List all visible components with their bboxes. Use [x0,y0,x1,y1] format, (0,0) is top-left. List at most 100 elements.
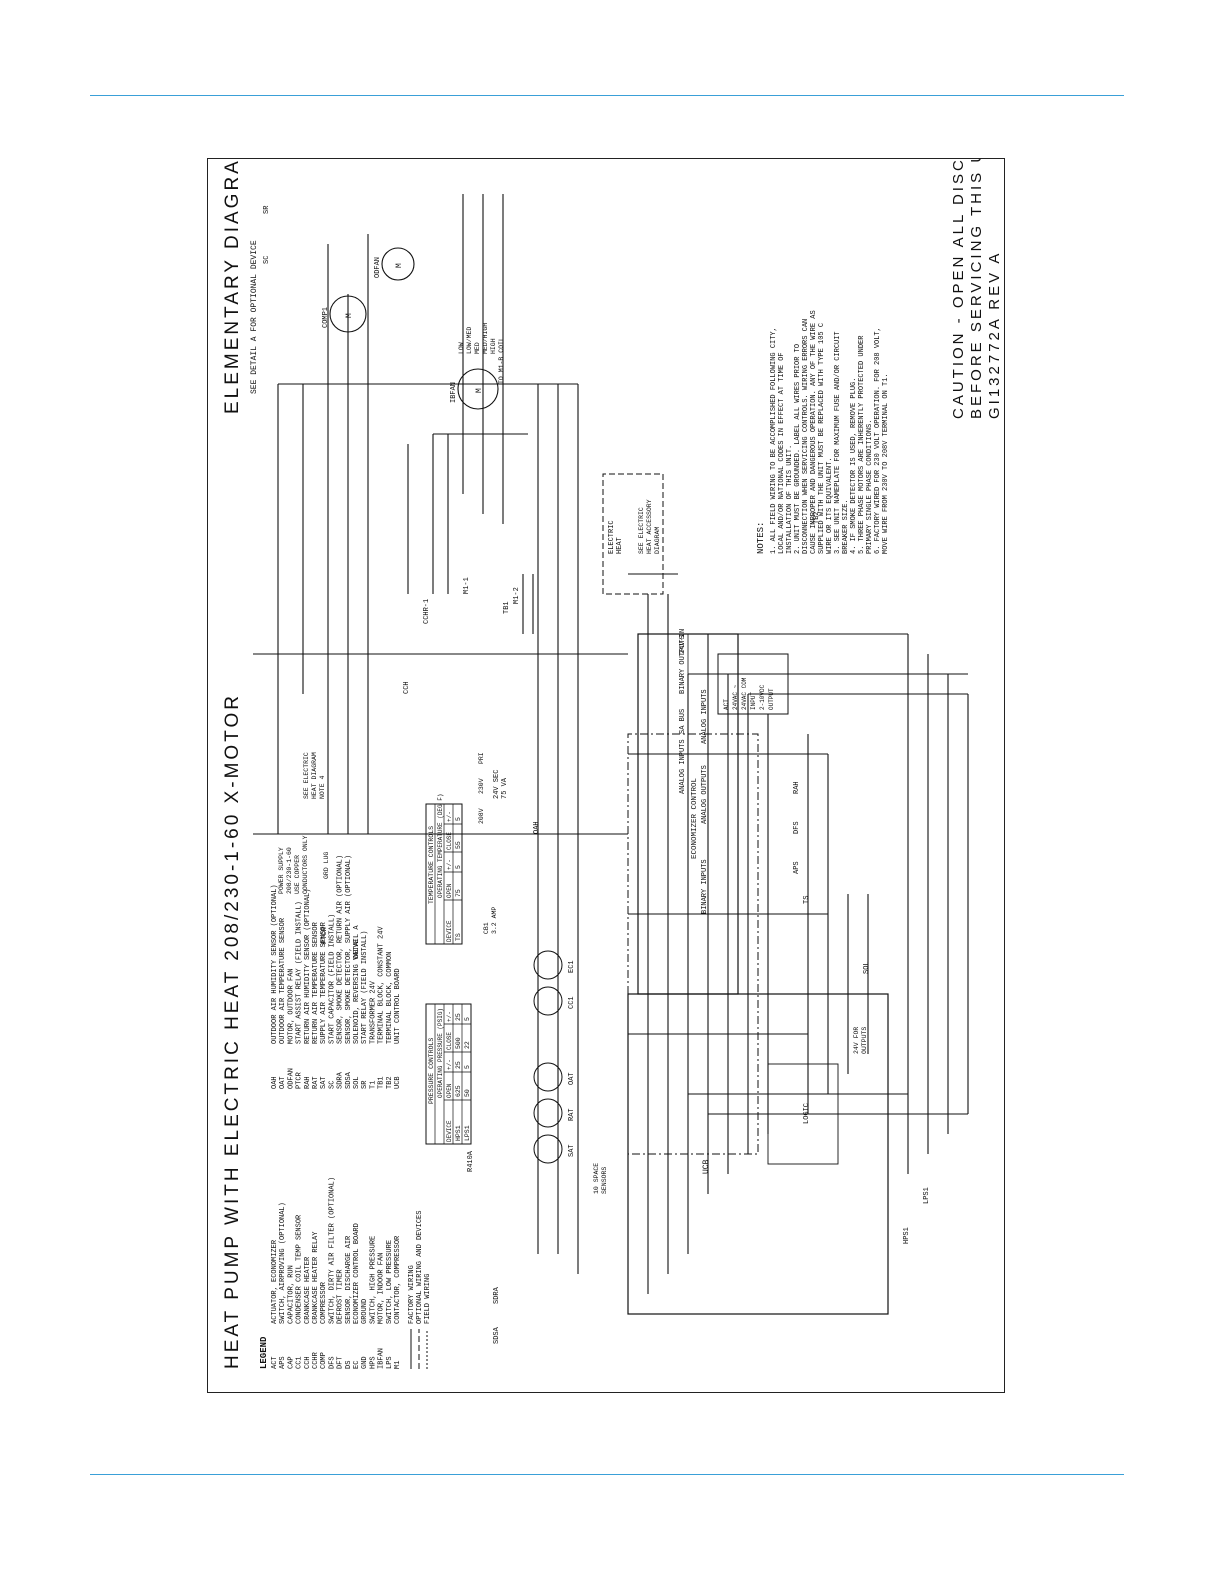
component-ibfan [457,368,499,410]
legend-desc: SENSOR, SMOKE DETECTOR, SUPPLY AIR (OPTI… [345,855,353,1044]
legend-code: TB1 [378,1076,386,1089]
component-tag: TB2 [813,511,821,524]
sensor-shield-label-2: SENSORS [601,1167,608,1194]
actuator-label: INPUT [750,692,757,710]
component-tag: OAH [533,821,541,834]
table-col-header: CLOSE [446,832,453,850]
circuit-breaker-label: CB1 [483,922,490,934]
legend-line-label: FACTORY WIRING [408,1265,416,1324]
component-tag: CCH [403,681,411,694]
circuit-breaker-label: 3.2 AMP [491,907,498,934]
economizer-boundary [627,733,759,1155]
table-cell: 25 [455,1061,462,1069]
legend-desc: CAPACITOR, RUN [287,1265,295,1324]
power-supply-label: USE COPPER [294,855,301,894]
legend-code: PTCR [296,1071,304,1089]
legend-desc: START RELAY (FIELD INSTALL) [361,931,369,1044]
table-col-header: +/- [446,811,453,822]
footer-rule [90,1474,1124,1475]
table-col-header: CLOSE [446,1032,453,1050]
component-tag: TS [803,896,811,904]
power-supply-label: POWER SUPPLY [278,847,285,894]
legend-desc: CRANKCASE HEATER RELAY [312,1231,320,1324]
component-tag: SDSA [493,1326,501,1344]
table-cell: 5 [455,865,462,869]
diagram-subtitle: ELEMENTARY DIAGRAM [222,159,243,414]
diagram-svg: HEAT PUMP WITH ELECTRIC HEAT 208/230-1-6… [222,159,1003,1369]
legend-code: HPS [369,1356,377,1369]
table-col-header: +/- [446,1059,453,1070]
table-cell: 625 [455,1085,462,1097]
note-line: 2. UNIT MUST BE GROUNDED. LABEL ALL WIRE… [794,344,802,554]
legend-code: OAT [279,1076,287,1089]
table-cell: 5 [455,817,462,821]
legend-desc: SENSOR, SMOKE DETECTOR, RETURN AIR (OPTI… [337,855,345,1044]
component-tag: SC [263,256,271,264]
component-tag: HPS1 [903,1227,911,1244]
power-supply-label: 208/230-1-60 [286,847,293,894]
legend-code: DFS [328,1356,336,1369]
electric-heat-label: HEAT [616,537,624,554]
electric-heat-box [602,473,664,595]
table-title: PRESSURE CONTROLS [428,1038,435,1104]
component-label: IBFAN [450,382,458,403]
component-tag: LPS1 [923,1187,931,1204]
binary-outputs-label: BINARY OUTPUTS [679,635,687,694]
note-line: 6. FACTORY WIRED FOR 230 VOLT OPERATION.… [874,327,882,554]
sensor-label: RAT [568,1108,576,1121]
component-label: ODFAN [374,257,382,278]
note-line: CAUSE IMPROPER AND DANGEROUS OPERATION. … [810,310,818,554]
transformer-tap-label: 230V [478,778,485,794]
ucb-box [627,993,889,1315]
legend-code: OAH [271,1076,279,1089]
legend-code: CAP [287,1356,295,1369]
diagram-title: HEAT PUMP WITH ELECTRIC HEAT 208/230-1-6… [222,693,243,1369]
sensor-oat [533,1062,563,1092]
component-tag: SR [263,205,271,214]
transformer-tap-label: PRI [478,752,485,764]
note-line: INSTALLATION OF THIS UNIT. [786,445,794,554]
table-col-header: OPEN [446,883,453,898]
legend-code: ACT [271,1356,279,1369]
legend-desc: ECONOMIZER CONTROL BOARD [353,1223,361,1324]
legend-code: CCHR [312,1351,320,1369]
logic-label: LOGIC [803,1103,811,1124]
analog-inputs-label: ANALOG INPUTS [679,739,687,794]
legend-desc: TERMINAL BLOCK, COMMON [386,952,394,1044]
table-cell: LPS1 [464,1125,471,1141]
table-cell: 50 [464,1089,471,1097]
note-line: LOCAL AND/OR NATIONAL CODES IN EFFECT AT… [778,352,786,554]
note-line: DISCONNECTION WHEN SERVICING CONTROLS. W… [802,319,810,554]
table-cell: 55 [455,841,462,849]
legend-desc: START ASSIST RELAY (FIELD INSTALL) [296,901,304,1044]
legend-code: SOL [353,1076,361,1089]
table-title: TEMPERATURE CONTROLS [428,826,435,904]
sensor-label: EC1 [568,960,576,973]
sensor-rat [533,1098,563,1128]
legend-code: UCB [394,1076,402,1089]
table-col-header: DEVICE [446,920,453,942]
motor-label: M [345,313,354,318]
wiring-diagram: HEAT PUMP WITH ELECTRIC HEAT 208/230-1-6… [207,158,1005,1393]
table-subheader: OPERATING PRESSURE (PSIG) [437,1008,444,1098]
legend-desc: RETURN AIR HUMIDITY SENSOR (OPTIONAL) [304,889,312,1044]
legend-desc: OUTDOOR AIR HUMIDITY SENSOR (OPTIONAL) [271,884,279,1044]
component-tag: M1-1 [463,577,471,594]
note-line: 5. THREE PHASE MOTORS ARE INHERENTLY PRO… [858,335,866,554]
detail-note: SEE DETAIL A FOR OPTIONAL DEVICE [250,240,259,394]
legend-desc: GROUND [361,1299,369,1324]
fan-speed-label: MED/HIGH [482,323,489,354]
sensor-cc1 [533,986,563,1016]
legend-desc: SWITCH, HIGH PRESSURE [369,1236,377,1324]
economizer-control-label: ECONOMIZER CONTROL [691,777,699,859]
note-line: MOVE WIRE FROM 230V TO 208V TERMINAL ON … [882,373,890,554]
legend-desc: ACTUATOR, ECONOMIZER [271,1239,279,1324]
legend-desc: SOLENOID, REVERSING VALVE [353,939,361,1044]
component-tag: DFS [793,821,801,834]
actuator-label: 24VAC ~ [732,684,739,710]
legend-code: IBFAN [378,1348,386,1369]
see-electric-heat-label: DIAGRAM [654,527,661,554]
legend-code: COMP [320,1352,328,1369]
